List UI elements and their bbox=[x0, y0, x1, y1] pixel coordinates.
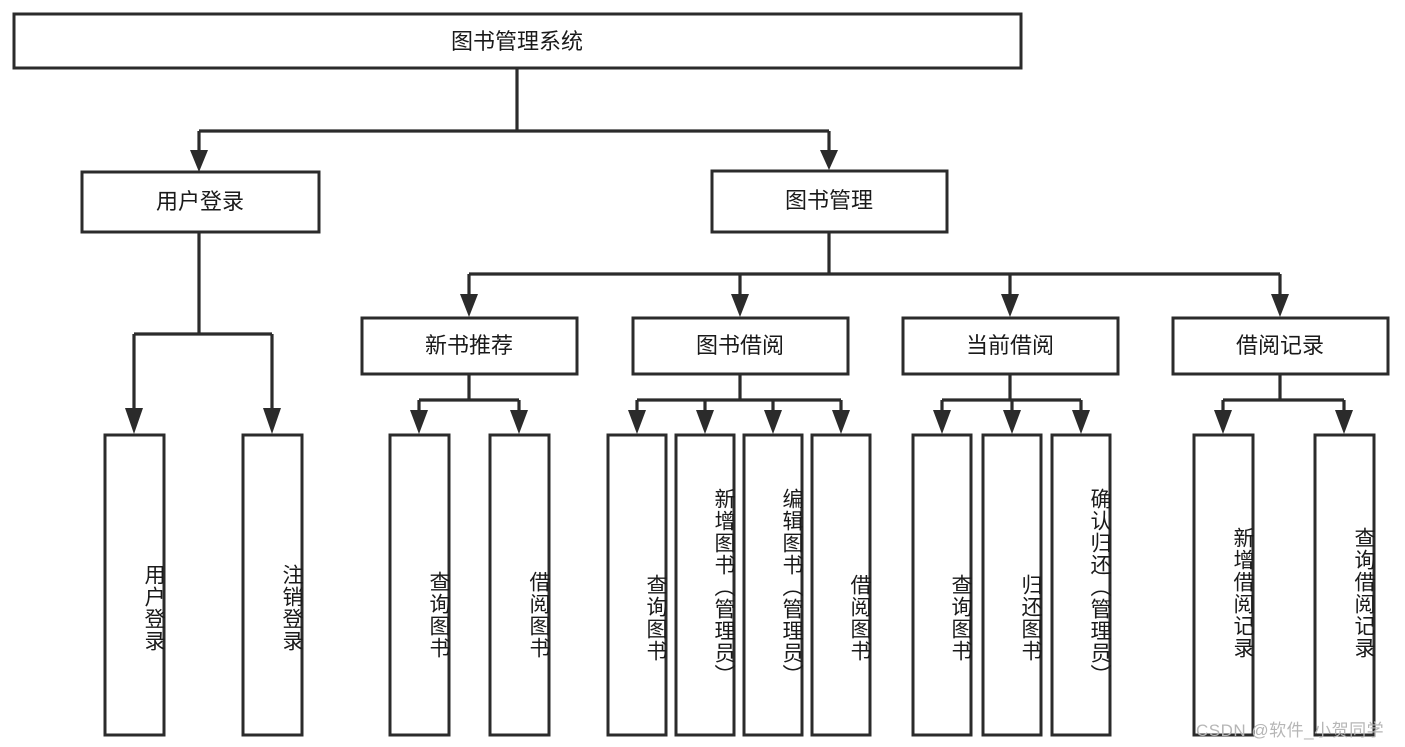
node-leaf-borrow-book-2[interactable] bbox=[810, 433, 872, 737]
node-new-book-rec-label: 新书推荐 bbox=[425, 333, 513, 358]
node-book-borrow-label: 图书借阅 bbox=[696, 333, 784, 358]
connector-borrowrecord-to-leaves bbox=[1214, 374, 1353, 434]
node-leaf-borrow-book-1[interactable] bbox=[488, 433, 551, 737]
node-book-borrow[interactable]: 图书借阅 bbox=[631, 316, 850, 376]
node-borrow-record[interactable]: 借阅记录 bbox=[1171, 316, 1390, 376]
connector-root-to-level2 bbox=[190, 68, 838, 172]
node-leaf-return-book[interactable] bbox=[981, 433, 1043, 737]
node-leaf-add-book-admin[interactable] bbox=[674, 433, 736, 737]
node-leaf-query-book-3[interactable] bbox=[911, 433, 973, 737]
node-root[interactable]: 图书管理系统 bbox=[12, 12, 1023, 70]
connector-newbook-to-leaves bbox=[410, 374, 528, 434]
node-leaf-confirm-return-admin[interactable] bbox=[1050, 433, 1112, 737]
node-leaf-logout[interactable] bbox=[241, 433, 304, 737]
node-user-login[interactable]: 用户登录 bbox=[80, 170, 321, 234]
node-book-manage[interactable]: 图书管理 bbox=[710, 169, 949, 234]
node-root-label: 图书管理系统 bbox=[451, 29, 583, 54]
connector-bookborrow-to-leaves bbox=[628, 374, 850, 434]
node-current-borrow[interactable]: 当前借阅 bbox=[901, 316, 1120, 376]
node-leaf-query-book-2[interactable] bbox=[606, 433, 668, 737]
node-new-book-rec[interactable]: 新书推荐 bbox=[360, 316, 579, 376]
csdn-watermark: CSDN @软件_小贺同学 bbox=[1196, 721, 1385, 740]
node-leaf-query-record[interactable] bbox=[1313, 433, 1376, 737]
node-current-borrow-label: 当前借阅 bbox=[966, 333, 1054, 358]
connector-userlogin-to-leaves bbox=[125, 232, 281, 434]
node-leaf-add-record[interactable] bbox=[1192, 433, 1255, 737]
node-leaf-query-book-1[interactable] bbox=[388, 433, 451, 737]
node-user-login-label: 用户登录 bbox=[156, 189, 244, 214]
node-leaf-edit-book-admin[interactable] bbox=[742, 433, 804, 737]
node-leaf-user-login[interactable] bbox=[103, 433, 166, 737]
node-book-manage-label: 图书管理 bbox=[785, 188, 873, 213]
node-borrow-record-label: 借阅记录 bbox=[1236, 333, 1324, 358]
connector-bookmanage-to-level3 bbox=[460, 232, 1289, 317]
connector-currentborrow-to-leaves bbox=[933, 374, 1090, 434]
